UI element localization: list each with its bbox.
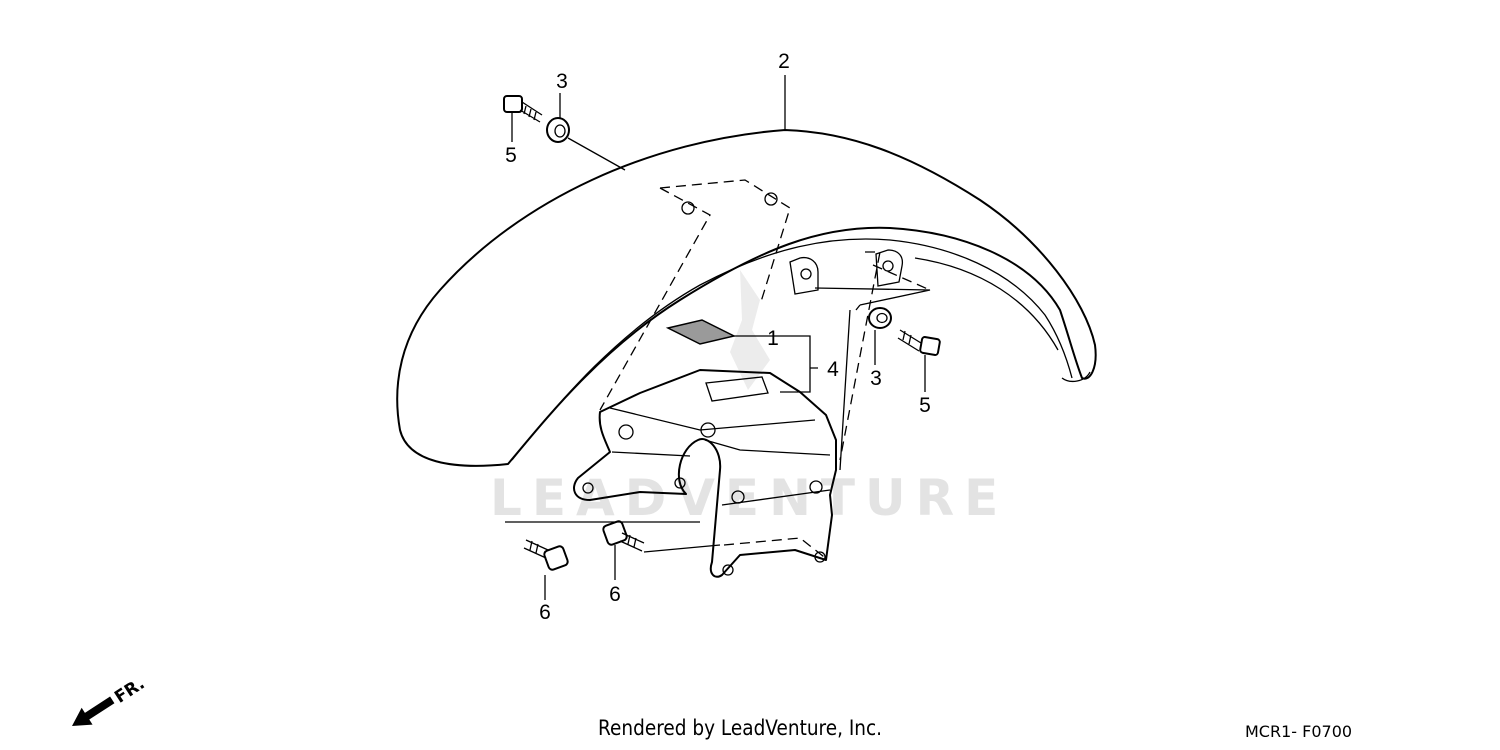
front-fender[interactable]	[396, 129, 1097, 467]
fender-stay[interactable]	[573, 369, 837, 578]
callout-label-plate: 1	[767, 327, 779, 350]
label-plate[interactable]	[665, 319, 762, 345]
watermark-text: LEADVENTURE	[490, 469, 1008, 527]
callout-washer-right: 3	[870, 367, 882, 390]
callout-washer-left: 3	[556, 70, 568, 93]
screw-left[interactable]	[503, 95, 543, 123]
bolt-right[interactable]	[602, 520, 721, 553]
arrow-icon	[72, 696, 115, 726]
reference-lines	[505, 75, 926, 600]
bolt-left[interactable]	[523, 539, 569, 571]
watermark: LEADVENTURE	[490, 270, 1008, 527]
front-direction-arrow: FR.	[72, 674, 149, 726]
direction-label: FR.	[111, 674, 148, 708]
callout-bolt-right: 6	[609, 583, 621, 606]
callout-bolt-left: 6	[539, 601, 551, 624]
washer-right[interactable]	[814, 287, 931, 329]
washer-left[interactable]	[546, 117, 626, 171]
hidden-stay-upper	[599, 179, 931, 461]
callout-screw-right: 5	[919, 394, 931, 417]
callouts: 2 1 4 3 3 5 5 6 6	[505, 50, 931, 624]
callout-fender: 2	[778, 50, 790, 73]
screw-right[interactable]	[897, 329, 941, 356]
callout-stay-assembly: 4	[827, 358, 839, 381]
credit-text: Rendered by LeadVenture, Inc.	[598, 716, 883, 740]
callout-screw-left: 5	[505, 144, 517, 167]
diagram-code: MCR1- F0700	[1245, 722, 1353, 741]
